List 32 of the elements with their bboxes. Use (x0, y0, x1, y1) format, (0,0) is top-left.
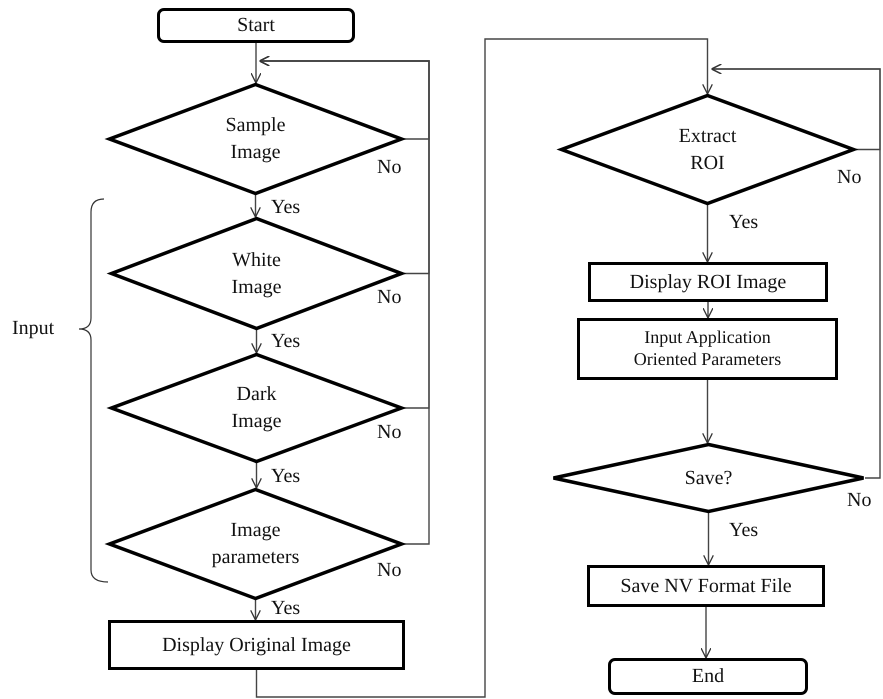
step-text: Start (237, 13, 275, 38)
decision-text: Sample Image (224, 113, 286, 165)
step-text: Input Application Oriented Parameters (632, 327, 782, 371)
connector-arrow (250, 195, 262, 218)
connector-arrow (250, 330, 262, 354)
connector-arrow (702, 513, 714, 566)
connector-arrow (702, 302, 714, 319)
decision-text: White Image (230, 248, 282, 300)
process-box (108, 620, 405, 670)
terminal-box (608, 658, 808, 695)
connector-arrow (258, 55, 430, 545)
step-text: Display Original Image (162, 632, 351, 658)
process-box (577, 318, 838, 380)
connector-arrow (700, 607, 712, 659)
step-text: Save NV Format File (620, 574, 792, 598)
process-box (587, 565, 825, 607)
connector-arrow (702, 205, 714, 263)
terminal-box (157, 8, 355, 43)
connector-arrow (250, 600, 262, 621)
connector-arrow (710, 63, 881, 479)
decision-text: Dark Image (230, 382, 282, 434)
step-text: End (692, 664, 724, 689)
decision-text: Save? (684, 466, 732, 490)
decision-text: Image parameters (210, 518, 300, 570)
decision-text: Extract ROI (678, 124, 738, 176)
connector-arrow (250, 43, 262, 84)
step-text: Display ROI Image (630, 270, 786, 294)
connector-arrow (256, 38, 714, 698)
connector-arrow (702, 380, 714, 444)
process-box (588, 262, 828, 302)
connector-arrow (250, 463, 262, 489)
group-label: Input (12, 317, 54, 339)
